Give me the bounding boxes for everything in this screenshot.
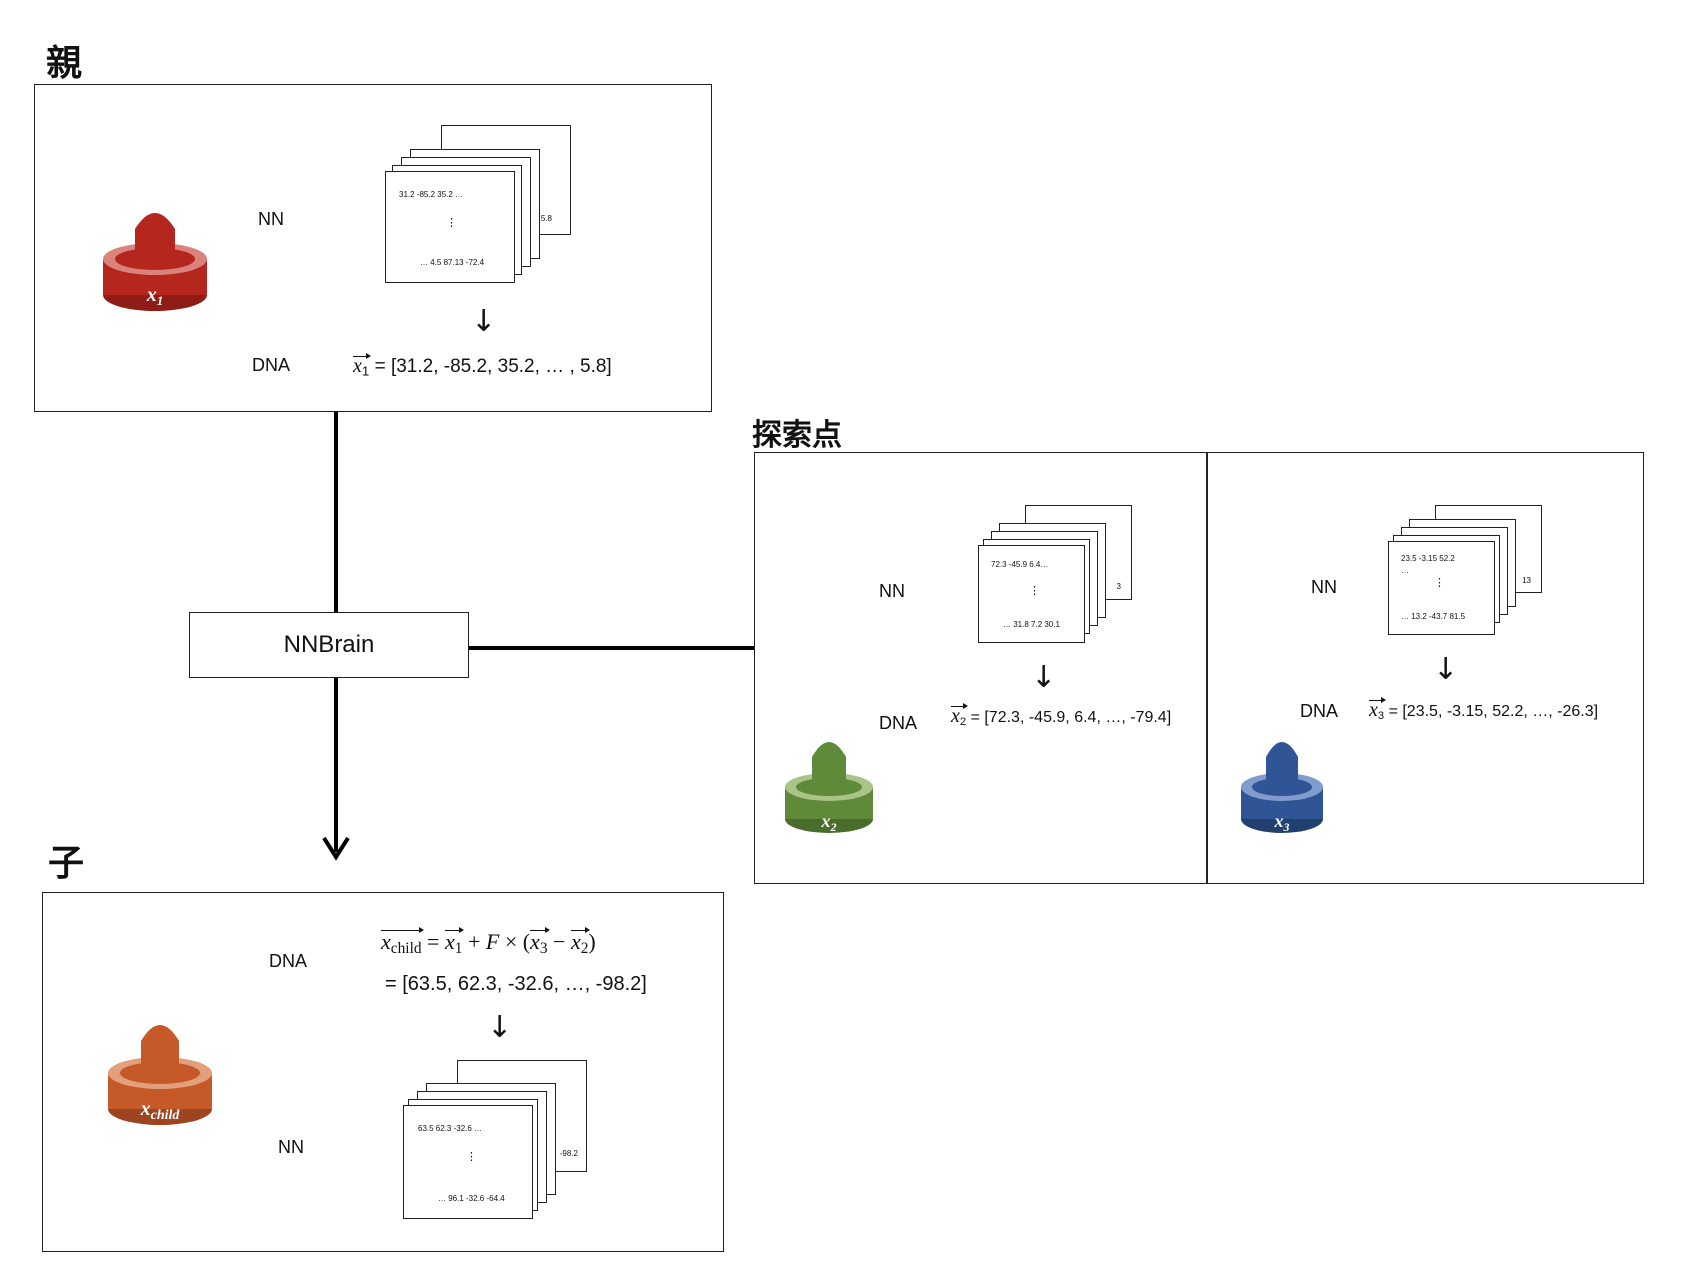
parent-dna-vector: x1 = [31.2, -85.2, 35.2, … , 5.8] bbox=[353, 352, 612, 379]
search-panel: NN DNA 3 72.3 -45.9 6.4… ⋮ … 31.8 7.2 30… bbox=[754, 452, 1644, 884]
matrix-front-sheet: 23.5 -3.15 52.2 … ⋮ … 13.2 -43.7 81.5 bbox=[1388, 541, 1495, 635]
matrix-side-value: 5.8 bbox=[540, 214, 552, 223]
parent-panel: x1 NN DNA 5.8 31.2 -85.2 35.2 … ⋮ … 4.5 … bbox=[34, 84, 712, 412]
child-dna-formula: xchild = x1 + F × (x3 − x2) bbox=[381, 927, 596, 957]
x3-dna-label: DNA bbox=[1300, 701, 1339, 721]
parent-dna-label: DNA bbox=[252, 355, 291, 375]
x3-dna-vector: x3 = [23.5, -3.15, 52.2, …, -26.3] bbox=[1369, 697, 1599, 722]
child-panel: DNA NN xchild = x1 + F × (x3 − x2) = [63… bbox=[42, 892, 724, 1252]
child-piece-icon: xchild bbox=[108, 1025, 212, 1125]
search-section-title: 探索点 bbox=[752, 418, 842, 453]
child-dna-label: DNA bbox=[269, 951, 308, 971]
x3-nn-label: NN bbox=[1311, 577, 1337, 597]
child-nn-label: NN bbox=[278, 1137, 304, 1157]
x3-piece-icon: x3 bbox=[1241, 742, 1323, 834]
child-dna-result: = [63.5, 62.3, -32.6, …, -98.2] bbox=[385, 973, 647, 995]
matrix-vdots: ⋮ bbox=[446, 217, 457, 229]
x2-dna-label: DNA bbox=[879, 713, 918, 733]
matrix-bottom-row: … 4.5 87.13 -72.4 bbox=[420, 258, 485, 267]
down-arrow-icon: ↓ bbox=[1031, 660, 1057, 695]
x2-dna-vector: x2 = [72.3, -45.9, 6.4, …, -79.4] bbox=[951, 703, 1172, 728]
matrix-front-sheet: 63.5 62.3 -32.6 … ⋮ … 96.1 -32.6 -64.4 bbox=[403, 1105, 533, 1219]
nnbrain-box: NNBrain bbox=[189, 612, 469, 678]
down-arrow-icon: ↓ bbox=[1433, 652, 1459, 687]
search-divider bbox=[1206, 453, 1208, 883]
matrix-front-sheet: 72.3 -45.9 6.4… ⋮ … 31.8 7.2 30.1 bbox=[978, 545, 1085, 643]
down-arrow-icon: ↓ bbox=[471, 304, 497, 339]
matrix-front-sheet: 31.2 -85.2 35.2 … ⋮ … 4.5 87.13 -72.4 bbox=[385, 171, 515, 283]
matrix-top-row: 31.2 -85.2 35.2 … bbox=[399, 190, 464, 199]
x2-piece-icon: x2 bbox=[785, 742, 873, 834]
parent-nn-label: NN bbox=[258, 209, 284, 229]
parent-section-title: 親 bbox=[46, 43, 83, 84]
x2-nn-label: NN bbox=[879, 581, 905, 601]
down-arrow-icon: ↓ bbox=[487, 1010, 513, 1045]
parent-piece-icon: x1 bbox=[103, 213, 207, 311]
down-arrowhead-icon bbox=[322, 836, 350, 861]
child-section-title: 子 bbox=[48, 843, 85, 884]
